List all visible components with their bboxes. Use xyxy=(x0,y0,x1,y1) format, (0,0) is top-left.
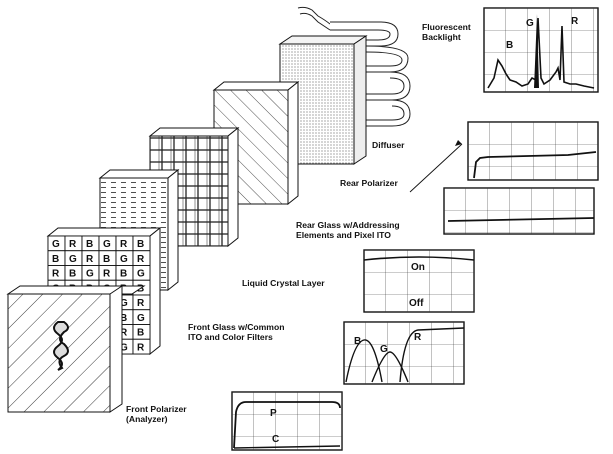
color-filter-graph: B G R xyxy=(344,322,464,384)
color-filter-cell-label: B xyxy=(120,269,127,280)
color-filter-cell-label: B xyxy=(69,269,76,280)
color-filter-cell-label: R xyxy=(137,254,145,265)
label-liquid-crystal: Liquid Crystal Layer xyxy=(242,278,325,288)
rear-glass-graph xyxy=(444,188,594,234)
label-line: ITO and Color Filters xyxy=(188,332,273,342)
color-filter-cell-label: R xyxy=(137,298,145,309)
color-filter-cell-label: R xyxy=(52,269,60,280)
label-rear-polarizer: Rear Polarizer xyxy=(340,178,398,188)
color-filter-cell-label: G xyxy=(137,269,145,280)
label-line: Front Polarizer xyxy=(126,404,187,414)
color-filter-cell-label: G xyxy=(137,313,145,324)
state-label-on: On xyxy=(411,262,425,273)
color-filter-cell-label: R xyxy=(103,269,111,280)
peak-label-g: G xyxy=(526,18,534,29)
label-front-polarizer: Front Polarizer(Analyzer) xyxy=(126,404,187,424)
label-diffuser: Diffuser xyxy=(372,140,405,150)
color-filter-cell-label: G xyxy=(52,239,60,250)
state-label-off: Off xyxy=(409,298,424,309)
color-filter-cell-label: G xyxy=(86,269,94,280)
filter-label-g: G xyxy=(380,344,388,355)
color-filter-cell-label: R xyxy=(120,239,128,250)
curve-label-p: P xyxy=(270,408,277,419)
color-filter-cell-label: B xyxy=(86,239,93,250)
label-line: Fluorescent xyxy=(422,22,471,32)
liquid-crystal-graph: On Off xyxy=(364,250,474,312)
label-line: Rear Polarizer xyxy=(340,178,398,188)
color-filter-cell-label: R xyxy=(86,254,94,265)
label-line: Elements and Pixel ITO xyxy=(296,230,391,240)
front-polarizer-graph: P C xyxy=(232,392,342,450)
peak-label-r: R xyxy=(571,16,579,27)
label-line: Liquid Crystal Layer xyxy=(242,278,325,288)
curve-label-c: C xyxy=(272,434,279,445)
label-line: (Analyzer) xyxy=(126,414,168,424)
color-filter-cell-label: B xyxy=(52,254,59,265)
label-line: Diffuser xyxy=(372,140,405,150)
color-filter-cell-label: R xyxy=(69,239,77,250)
rear-polarizer-leader xyxy=(410,144,462,192)
color-filter-cell-label: B xyxy=(137,328,144,339)
color-filter-cell-label: G xyxy=(69,254,77,265)
peak-label-b: B xyxy=(506,40,513,51)
label-line: Backlight xyxy=(422,32,461,42)
color-filter-cell-label: R xyxy=(137,342,145,353)
label-line: Rear Glass w/Addressing xyxy=(296,220,400,230)
color-filter-cell-label: G xyxy=(103,239,111,250)
filter-label-r: R xyxy=(414,332,422,343)
backlight-spectrum-graph: B G R xyxy=(484,8,598,92)
rear-polarizer-graph xyxy=(468,122,598,180)
label-line: Front Glass w/Common xyxy=(188,322,284,332)
color-filter-cell-label: B xyxy=(103,254,110,265)
color-filter-cell-label: G xyxy=(120,254,128,265)
filter-label-b: B xyxy=(354,336,361,347)
color-filter-cell-label: B xyxy=(137,239,144,250)
